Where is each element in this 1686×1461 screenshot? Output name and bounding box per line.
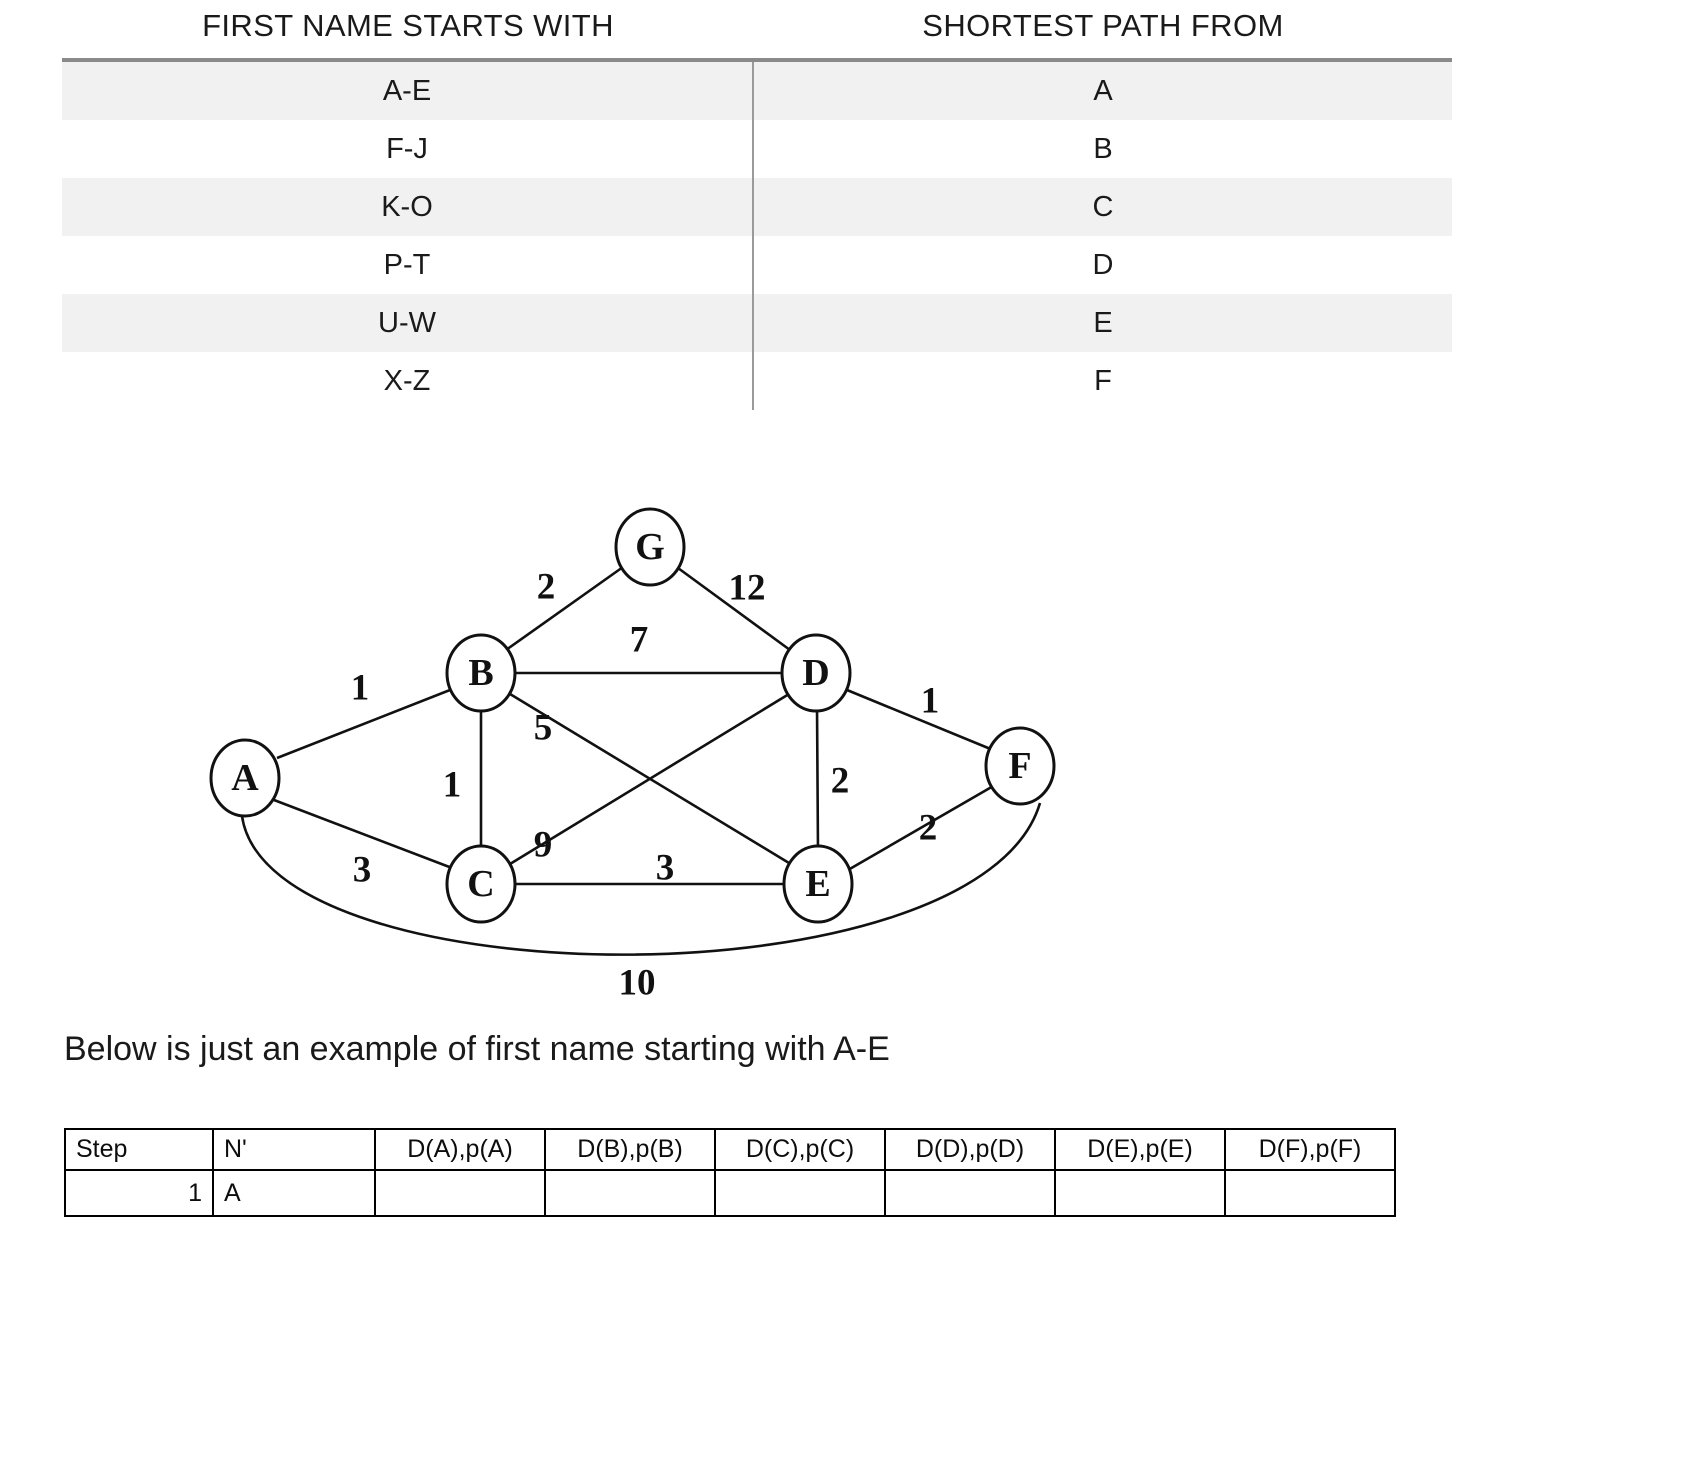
graph-node-E[interactable]: E: [782, 844, 854, 924]
cell-name-range: F-J: [62, 120, 754, 178]
edge-weight-B-C: 1: [443, 765, 462, 806]
col-header-db: D(B),p(B): [544, 1128, 716, 1171]
table-row: K-O C: [62, 178, 1452, 236]
edge-weight-A-F: 10: [619, 963, 656, 1004]
assignment-table-header: FIRST NAME STARTS WITH SHORTEST PATH FRO…: [62, 0, 1452, 58]
graph-node-G[interactable]: G: [614, 507, 686, 587]
edge-weight-D-F: 1: [921, 681, 940, 722]
step-table-header-row: Step N' D(A),p(A) D(B),p(B) D(C),p(C) D(…: [64, 1128, 1396, 1171]
graph-node-C[interactable]: C: [445, 844, 517, 924]
table-row: 1 A: [64, 1169, 1396, 1217]
node-label-C: C: [467, 863, 494, 905]
edge-C-D: [509, 692, 790, 866]
node-label-F: F: [1008, 745, 1031, 787]
edge-D-F: [846, 688, 994, 752]
step-table-wrapper: Step N' D(A),p(A) D(B),p(B) D(C),p(C) D(…: [64, 1128, 1396, 1217]
graph-svg: A B C D E F G: [209, 507, 1056, 1004]
graph-node-A[interactable]: A: [209, 738, 281, 818]
cell-source-node: D: [1092, 249, 1114, 281]
graph-node-B[interactable]: B: [445, 633, 517, 713]
cell-source-node: F: [1094, 365, 1112, 397]
cell-source-node: E: [1093, 307, 1113, 339]
graph-node-D[interactable]: D: [780, 633, 852, 713]
table-row: F-J B: [62, 120, 1452, 178]
cell-source-node: A: [1093, 75, 1113, 107]
graph-node-F[interactable]: F: [984, 726, 1056, 806]
cell-source-node: C: [1092, 191, 1114, 223]
edge-weight-B-E: 5: [534, 708, 553, 749]
col-header-df: D(F),p(F): [1224, 1128, 1396, 1171]
edge-weight-D-G: 12: [729, 568, 766, 609]
edge-weight-A-B: 1: [351, 668, 370, 709]
col-header-dd: D(D),p(D): [884, 1128, 1056, 1171]
cell-name-range: P-T: [62, 236, 754, 294]
table-row: P-T D: [62, 236, 1452, 294]
cell-da[interactable]: [374, 1169, 546, 1217]
graph-edge-group: [240, 565, 1042, 956]
cell-name-range: K-O: [62, 178, 754, 236]
assignment-table: FIRST NAME STARTS WITH SHORTEST PATH FRO…: [62, 0, 1452, 410]
cell-dd[interactable]: [884, 1169, 1056, 1217]
graph-edge-label-group: 1 3 10 2 7 1 5 9 3 12 2 1 2: [351, 567, 940, 1004]
edge-D-G: [677, 566, 791, 652]
edge-weight-B-D: 7: [630, 620, 649, 661]
cell-name-range: A-E: [62, 62, 754, 120]
edge-weight-C-D: 9: [534, 825, 553, 866]
edge-A-C: [273, 798, 453, 870]
cell-source-node: B: [1093, 133, 1113, 165]
cell-name-range: X-Z: [62, 352, 754, 410]
example-note-text: Below is just an example of first name s…: [64, 1030, 890, 1068]
cell-df[interactable]: [1224, 1169, 1396, 1217]
cell-step[interactable]: 1: [64, 1169, 214, 1217]
edge-weight-E-F: 2: [919, 808, 938, 849]
cell-n-prime[interactable]: A: [212, 1169, 376, 1217]
col-header-dc: D(C),p(C): [714, 1128, 886, 1171]
node-label-A: A: [231, 757, 259, 799]
graph-node-group: A B C D E F G: [209, 507, 1056, 924]
weighted-graph-figure: A B C D E F G: [0, 470, 1686, 1030]
header-first-name-starts-with: FIRST NAME STARTS WITH: [202, 8, 614, 43]
edge-A-B: [276, 688, 451, 760]
assignment-table-body: A-E A F-J B K-O C P-T D U-W E X-Z F: [62, 58, 1452, 410]
edge-weight-D-E: 2: [831, 761, 850, 802]
cell-db[interactable]: [544, 1169, 716, 1217]
edge-E-F: [847, 783, 996, 872]
table-row: U-W E: [62, 294, 1452, 352]
edge-A-F: [240, 802, 1042, 956]
node-label-B: B: [468, 652, 493, 694]
edge-D-E: [815, 705, 820, 853]
edge-weight-C-E: 3: [656, 848, 675, 889]
table-row: A-E A: [62, 62, 1452, 120]
col-header-de: D(E),p(E): [1054, 1128, 1226, 1171]
col-header-step: Step: [64, 1128, 214, 1171]
edge-weight-A-C: 3: [353, 850, 372, 891]
header-shortest-path-from: SHORTEST PATH FROM: [922, 8, 1284, 43]
edge-weight-B-G: 2: [537, 567, 556, 608]
edge-B-G: [505, 565, 624, 652]
col-header-n-prime: N': [212, 1128, 376, 1171]
node-label-E: E: [805, 863, 830, 905]
cell-dc[interactable]: [714, 1169, 886, 1217]
cell-de[interactable]: [1054, 1169, 1226, 1217]
cell-name-range: U-W: [62, 294, 754, 352]
node-label-G: G: [635, 526, 665, 568]
dijkstra-step-table: Step N' D(A),p(A) D(B),p(B) D(C),p(C) D(…: [64, 1128, 1396, 1217]
col-header-da: D(A),p(A): [374, 1128, 546, 1171]
node-label-D: D: [802, 652, 829, 694]
table-row: X-Z F: [62, 352, 1452, 410]
